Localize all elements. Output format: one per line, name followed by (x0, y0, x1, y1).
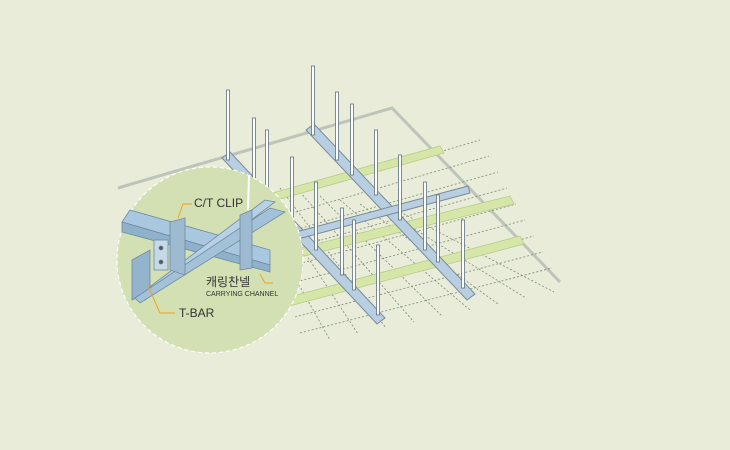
grid-line (284, 219, 526, 286)
t-bar-label: T-BAR (179, 306, 215, 320)
ct-clip-label: C/T CLIP (194, 196, 244, 210)
hanger-rods (226, 65, 465, 316)
hanger-rod (314, 181, 318, 251)
hanger-rod (335, 91, 339, 161)
hanger-rod (461, 219, 465, 289)
hanger-rod (311, 65, 315, 136)
carrying-channel-en-label: CARRYING CHANNEL (206, 291, 279, 298)
hanger-rod (290, 156, 294, 221)
grid-line (269, 171, 499, 238)
hanger-rod (423, 181, 427, 251)
ceiling-grid (117, 106, 562, 284)
grid-line (239, 179, 331, 341)
hanger-rod (376, 244, 380, 316)
hanger-rod (340, 207, 344, 276)
hanger-rod (374, 129, 378, 196)
carrying-channel-kr-label: 캐링찬넬 (206, 275, 251, 289)
grid-line (299, 267, 553, 334)
grid-line (299, 191, 415, 323)
hanger-rod (226, 89, 230, 161)
hanger-rod (350, 103, 354, 176)
detail-assembly (121, 174, 286, 304)
grid-line (279, 187, 387, 329)
hanger-rod (398, 154, 402, 221)
hanger-rod (252, 117, 256, 186)
grid-line (294, 251, 544, 318)
leader-lines (147, 203, 273, 314)
hanger-rod (436, 194, 440, 263)
hanger-rod (352, 219, 356, 291)
